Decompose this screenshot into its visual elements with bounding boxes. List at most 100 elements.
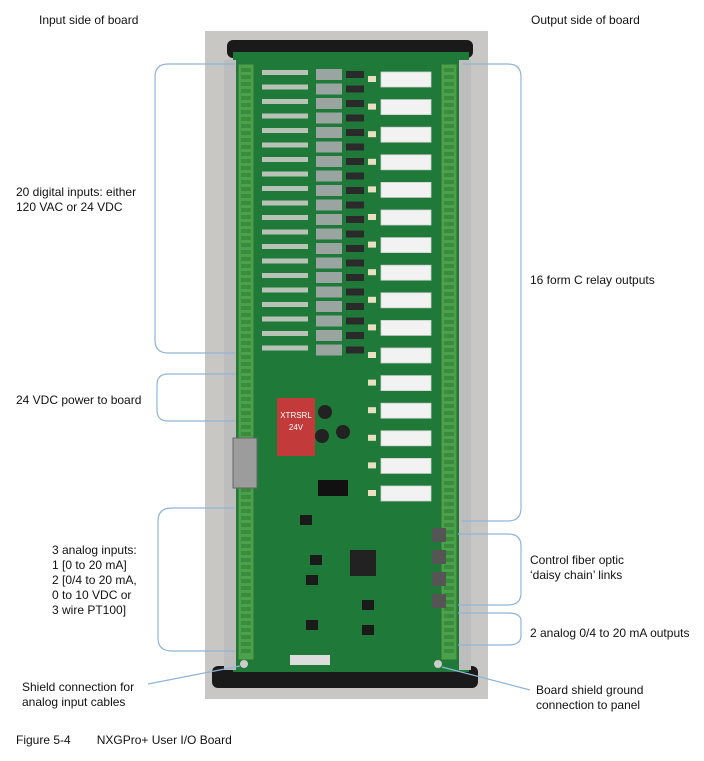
pointer-board-shield (441, 666, 531, 691)
analog-inputs-label: 3 analog inputs: 1 [0 to 20 mA] 2 [0/4 t… (52, 543, 137, 618)
power-module-label-2: 24V (289, 423, 304, 432)
optocoupler (316, 185, 342, 196)
terminal-screw (444, 131, 454, 135)
db9-connector (232, 437, 258, 489)
terminal-screw (241, 110, 251, 114)
terminal-screw (444, 537, 454, 541)
terminal-screw (241, 544, 251, 548)
input-ic (346, 71, 364, 78)
terminal-screw (444, 607, 454, 611)
terminal-screw (241, 243, 251, 247)
terminal-screw (444, 376, 454, 380)
relay-led (368, 407, 376, 414)
input-ic (346, 303, 364, 310)
relay (380, 375, 432, 392)
terminal-screw (241, 131, 251, 135)
terminal-screw (444, 243, 454, 247)
capacitor (315, 429, 329, 443)
terminal-screw (241, 355, 251, 359)
input-resistor (262, 142, 308, 148)
terminal-screw (241, 530, 251, 534)
terminal-screw (241, 145, 251, 149)
input-ic (346, 230, 364, 238)
terminal-screw (241, 222, 251, 226)
input-resistor (262, 273, 308, 278)
optocoupler (316, 112, 342, 124)
fiber-connector (432, 550, 446, 564)
terminal-screw (444, 285, 454, 289)
terminal-screw (444, 145, 454, 149)
input-ic (346, 201, 364, 209)
terminal-screw (444, 593, 454, 597)
terminal-screw (444, 369, 454, 373)
terminal-screw (241, 257, 251, 261)
relay-led (368, 296, 376, 303)
terminal-screw (444, 432, 454, 436)
input-resistor (262, 229, 308, 235)
shield-connection-line-1: Shield connection for (22, 680, 135, 694)
terminal-screw (444, 642, 454, 646)
bracket-fiber-optic (458, 533, 522, 606)
terminal-screw (241, 341, 251, 345)
optocoupler (316, 315, 342, 327)
terminal-screw (444, 460, 454, 464)
terminal-screw (444, 565, 454, 569)
fiber-optic-line-2: ‘daisy chain’ links (530, 568, 623, 582)
terminal-screw (444, 138, 454, 142)
terminal-screw (444, 614, 454, 618)
optocoupler (316, 98, 342, 109)
relay-led (368, 379, 376, 386)
relay-led (368, 241, 376, 248)
relay-led (368, 324, 376, 331)
processor-chip (350, 550, 376, 576)
relay (380, 264, 432, 281)
terminal-screw (241, 250, 251, 254)
terminal-screw (241, 278, 251, 282)
left-channel (224, 60, 236, 670)
terminal-screw (444, 292, 454, 296)
bracket-analog-inputs (157, 507, 235, 652)
digital-input-components (262, 69, 364, 356)
terminal-screw (241, 495, 251, 499)
input-ic (346, 332, 364, 339)
pointer-shield-connection (147, 665, 241, 685)
terminal-screw (444, 635, 454, 639)
terminal-screw (444, 96, 454, 100)
input-ic (346, 85, 364, 93)
relay (380, 485, 432, 502)
terminal-screw (241, 523, 251, 527)
terminal-screw (444, 75, 454, 79)
terminal-screw (444, 488, 454, 492)
analog-inputs-line-5: 3 wire PT100] (52, 603, 127, 617)
terminal-screw (444, 418, 454, 422)
terminal-screw (444, 649, 454, 653)
terminal-screw (241, 208, 251, 212)
analog-inputs-line-1: 3 analog inputs: (52, 543, 137, 557)
input-resistor (262, 345, 308, 351)
optocoupler (316, 272, 342, 283)
relay (380, 319, 432, 336)
terminal-screw (241, 649, 251, 653)
terminal-screw (241, 236, 251, 240)
input-side-heading: Input side of board (39, 13, 139, 27)
input-ic (346, 158, 364, 165)
terminal-screw (241, 376, 251, 380)
optocoupler (316, 141, 342, 153)
terminal-screw (444, 159, 454, 163)
optocoupler (316, 214, 342, 225)
terminal-screw (444, 523, 454, 527)
terminal-screw (241, 166, 251, 170)
relay-outputs-label: 16 form C relay outputs (530, 273, 655, 287)
analog-outputs-label: 2 analog 0/4 to 20 mA outputs (530, 626, 690, 640)
terminal-screw (444, 103, 454, 107)
digital-inputs-line-2: 120 VAC or 24 VDC (16, 200, 123, 214)
ic (306, 575, 318, 585)
input-ic (346, 259, 364, 267)
terminal-screw (241, 516, 251, 520)
optocoupler (316, 228, 342, 240)
terminal-screw (241, 411, 251, 415)
optocoupler (316, 199, 342, 211)
terminal-screw (241, 551, 251, 555)
terminal-screw (444, 334, 454, 338)
fiber-connector (432, 572, 446, 586)
